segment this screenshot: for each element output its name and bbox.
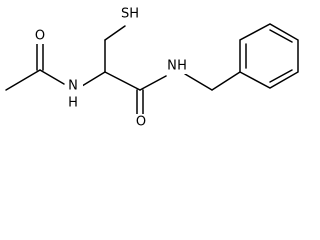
oxygen-carbonyl-label: O (136, 115, 146, 130)
sulfhydryl-label: SH (121, 7, 139, 22)
bond-ch2-sulfhydryl (104, 25, 126, 41)
bond-benzyl-ch2-ring (211, 71, 241, 91)
oxygen-acetyl-label: O (35, 29, 45, 44)
hydrogen-amide-left-label: H (68, 96, 78, 111)
nitrogen-amide-right-label: N (167, 59, 177, 74)
nitrogen-amide-left-label: N (68, 79, 78, 94)
bond-nitrogen-alpha-carbon (81, 71, 106, 87)
benzene-ring (239, 23, 299, 89)
ring-double-bond-3 (269, 69, 293, 83)
atom-labels: O N H SH O N H (32, 6, 190, 130)
hydrogen-amide-right-label: H (177, 59, 187, 74)
molecule-structure: O N H SH O N H (5, 6, 299, 130)
bond-methyl-acetyl-carbon (5, 69, 41, 91)
bond-acetyl-carbon-nitrogen (39, 69, 65, 85)
ring-double-bond-2 (269, 29, 293, 43)
bond-nitrogen-benzyl-ch2 (184, 73, 213, 91)
bonds (5, 23, 299, 118)
bond-carbonyl-nitrogen (139, 75, 167, 91)
bond-alpha-carbon-carbonyl (104, 71, 141, 91)
